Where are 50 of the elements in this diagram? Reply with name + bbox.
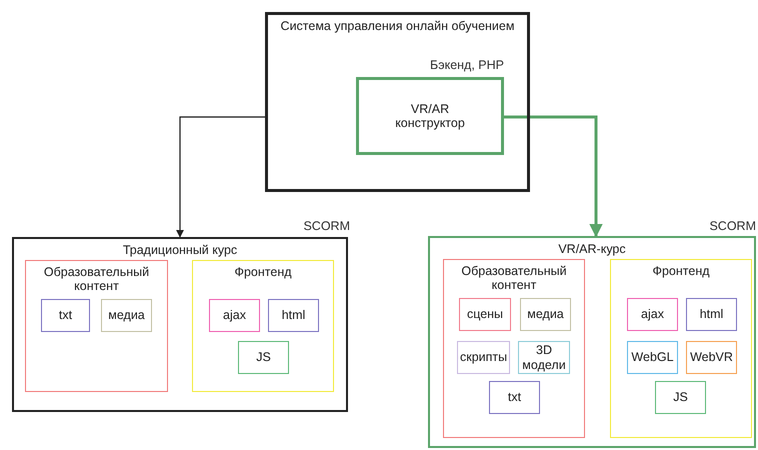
- box-label: txt: [508, 390, 522, 405]
- course-box: [428, 236, 756, 448]
- item-box: [209, 299, 260, 332]
- content-box: [443, 259, 585, 438]
- arrow: [176, 116, 265, 238]
- frontend-box: [610, 259, 752, 438]
- box-heading: Образовательный контент: [42, 265, 150, 294]
- box-label: WebGL: [631, 350, 674, 365]
- content-box: [25, 260, 168, 392]
- box-heading: VR/AR-курс: [558, 242, 626, 256]
- item-box: [520, 298, 571, 331]
- box-label: медиа: [527, 307, 564, 322]
- box-label: JS: [256, 350, 271, 365]
- side-label: SCORM: [709, 219, 756, 234]
- box-label: медиа: [108, 308, 145, 323]
- box-label: сцены: [466, 307, 504, 322]
- arrow: [504, 116, 603, 238]
- box-label: txt: [58, 308, 72, 323]
- box-heading: Традиционный курс: [122, 243, 238, 258]
- item-box: [459, 298, 511, 331]
- box-label: ajax: [641, 307, 664, 322]
- item-box: [627, 298, 678, 331]
- item-box: [101, 299, 152, 332]
- box-label: html: [282, 308, 306, 323]
- item-box: [686, 298, 737, 331]
- item-box: [686, 341, 737, 374]
- item-box: [268, 299, 319, 332]
- box-label: ajax: [223, 308, 246, 323]
- course-box: [12, 237, 348, 412]
- item-box: [655, 381, 706, 414]
- frontend-box: [192, 260, 334, 392]
- box-label: скрипты: [460, 350, 507, 365]
- item-box: [627, 341, 678, 374]
- item-box: [489, 381, 540, 414]
- box-label: html: [700, 307, 724, 322]
- box-label: JS: [673, 390, 688, 405]
- item-box: [457, 341, 510, 374]
- side-label: Бэкенд, PHP: [430, 58, 504, 72]
- box-heading: Система управления онлайн обучением: [280, 19, 514, 34]
- constructor-box: [356, 77, 504, 155]
- box-label: WebVR: [690, 350, 733, 365]
- system-box: [265, 12, 530, 192]
- item-box: [41, 299, 90, 332]
- box-heading: Фронтенд: [234, 265, 292, 280]
- item-box: [238, 341, 289, 374]
- side-label: SCORM: [303, 219, 350, 234]
- box-label: 3D модели: [521, 343, 567, 372]
- box-heading: Фронтенд: [652, 264, 710, 278]
- box-heading: Образовательный контент: [460, 264, 568, 293]
- box-label: VR/AR конструктор: [394, 102, 466, 130]
